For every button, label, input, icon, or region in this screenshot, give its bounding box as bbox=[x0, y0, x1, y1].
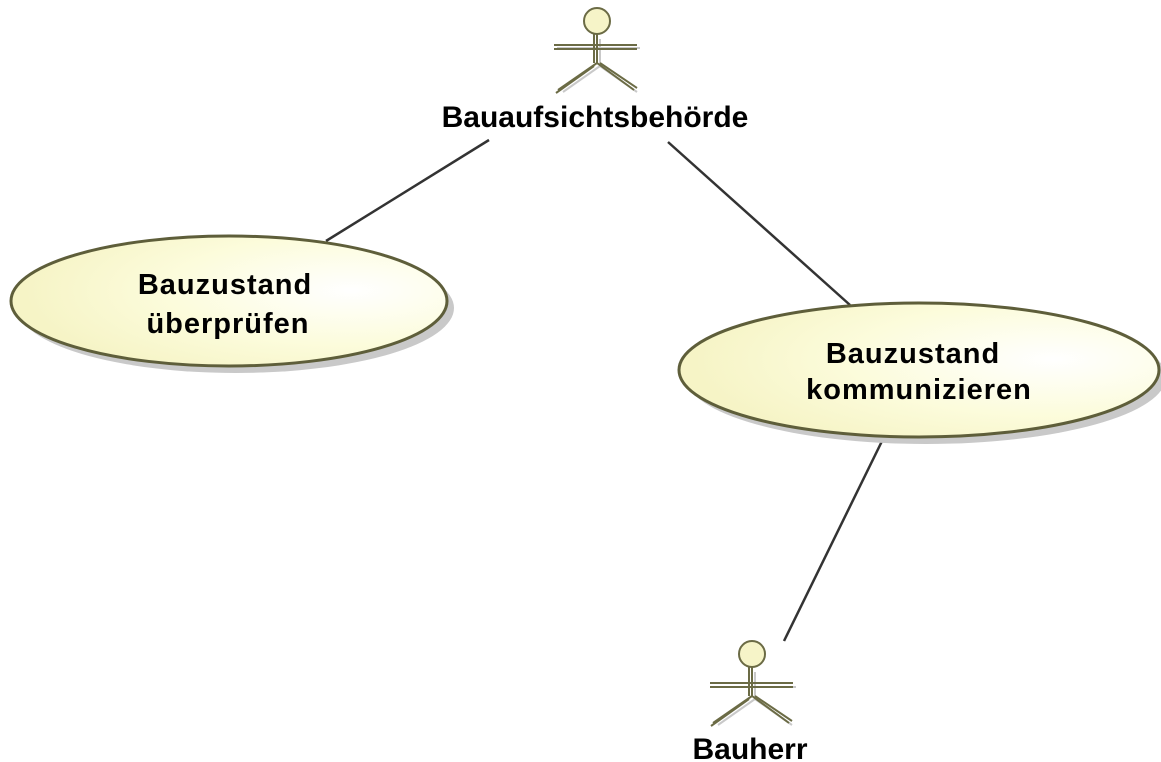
association-authority-inspect bbox=[325, 138, 490, 243]
actor-bauaufsichtsbehoerde[interactable]: Bauaufsichtsbehörde bbox=[442, 7, 749, 134]
stick-figure-icon bbox=[554, 7, 640, 94]
use-case-ellipse bbox=[677, 301, 1161, 439]
stick-figure-icon bbox=[710, 640, 796, 727]
use-case-ellipse bbox=[9, 234, 449, 368]
use-case-bauzustand-kommunizieren[interactable]: Bauzustand kommunizieren bbox=[677, 301, 1161, 444]
use-case-label-line1: Bauzustand bbox=[138, 269, 312, 301]
actor-name: Bauherr bbox=[692, 733, 807, 762]
association-communicate-owner bbox=[782, 436, 886, 642]
use-case-label-line2: kommunizieren bbox=[806, 374, 1032, 406]
use-case-bauzustand-ueberpruefen[interactable]: Bauzustand überprüfen bbox=[9, 234, 454, 373]
use-case-label-line2: überprüfen bbox=[146, 308, 309, 340]
use-case-label-line1: Bauzustand bbox=[826, 338, 1000, 370]
actor-name: Bauaufsichtsbehörde bbox=[442, 101, 749, 134]
association-authority-communicate bbox=[667, 141, 851, 306]
actor-bauherr[interactable]: Bauherr bbox=[692, 640, 808, 762]
